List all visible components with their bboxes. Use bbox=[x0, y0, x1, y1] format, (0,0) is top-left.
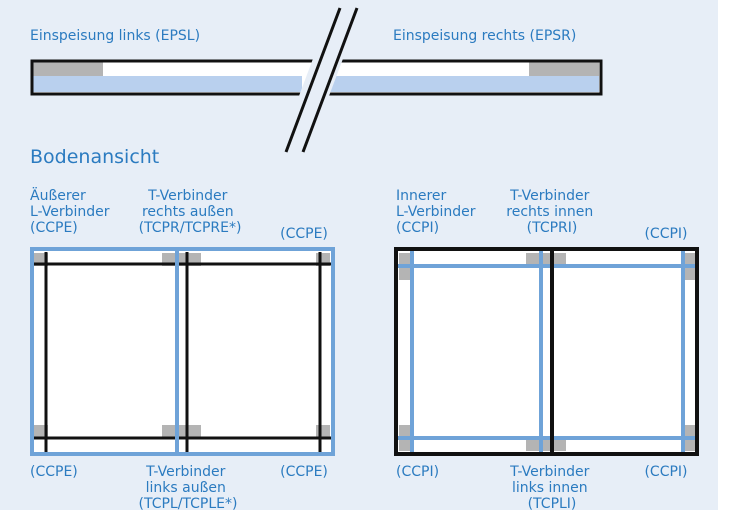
feed-right-connector bbox=[529, 62, 599, 76]
connector-block bbox=[162, 425, 201, 438]
black-frame-outline bbox=[394, 247, 699, 456]
inner-bottom-left-label: (CCPI) bbox=[396, 464, 439, 480]
t-connector-right-inner-label: T-Verbinder rechts innen (TCPRI) bbox=[506, 188, 597, 236]
t-connector-left-inner-label: T-Verbinder links innen (TCPLI) bbox=[509, 464, 594, 512]
strip-right-rail bbox=[330, 76, 599, 92]
connector-block bbox=[526, 438, 566, 451]
inner-l-connector-label: Innerer L-Verbinder (CCPI) bbox=[396, 188, 480, 236]
break-symbol bbox=[278, 7, 362, 153]
break-line-right bbox=[301, 7, 359, 153]
feed-left-label: Einspeisung links (EPSL) bbox=[30, 28, 200, 44]
outer-frame-body bbox=[31, 248, 334, 455]
break-line-left bbox=[284, 7, 342, 153]
t-connector-right-outer-label: T-Verbinder rechts außen (TCPR/TCPRE*) bbox=[139, 188, 242, 236]
inner-top-right-label: (CCPI) bbox=[644, 226, 687, 242]
blue-rail-outline bbox=[30, 247, 335, 456]
outer-frame-diagram bbox=[30, 247, 335, 456]
feed-right-label: Einspeisung rechts (EPSR) bbox=[393, 28, 576, 44]
feed-left-connector bbox=[33, 62, 103, 76]
connector-block bbox=[316, 425, 330, 438]
outer-bottom-right-label: (CCPE) bbox=[280, 464, 328, 480]
strip-left-rail bbox=[33, 76, 302, 92]
inner-bottom-right-label: (CCPI) bbox=[644, 464, 687, 480]
connector-block bbox=[526, 253, 566, 266]
inner-frame-diagram bbox=[394, 247, 699, 456]
t-connector-left-outer-label: T-Verbinder links außen (TCPL/TCPLE*) bbox=[139, 464, 238, 512]
section-title: Bodenansicht bbox=[30, 146, 159, 168]
outer-bottom-left-label: (CCPE) bbox=[30, 464, 78, 480]
outer-top-right-label: (CCPE) bbox=[280, 226, 328, 242]
inner-frame-body bbox=[395, 248, 698, 455]
outer-l-connector-label: Äußerer L-Verbinder (CCPE) bbox=[30, 186, 114, 236]
